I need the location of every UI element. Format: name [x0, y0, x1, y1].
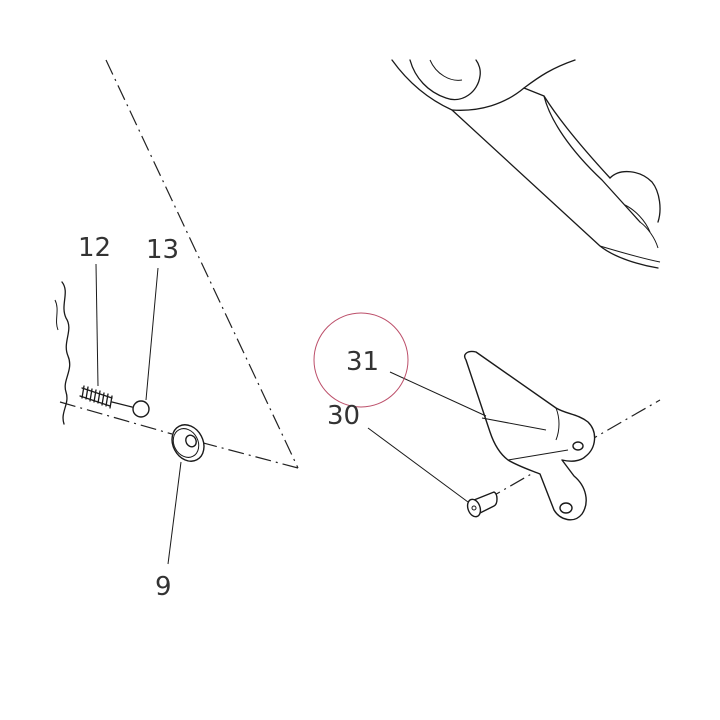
highlight-circle-31 — [313, 312, 409, 408]
triangle-guide-base — [191, 439, 299, 469]
triangle-guide-diagonal — [105, 59, 299, 469]
part-13-ball — [132, 400, 150, 418]
callout-label-30: 30 — [327, 401, 360, 431]
part-31-plate — [464, 350, 596, 521]
axis-line-left — [59, 401, 173, 435]
housing-edge-left-inner — [54, 299, 59, 331]
callout-label-9: 9 — [155, 572, 172, 602]
axis-line-right — [485, 399, 661, 501]
leader-9 — [167, 461, 182, 565]
callout-label-31: 31 — [346, 347, 379, 377]
leader-30 — [367, 427, 469, 503]
callout-label-13: 13 — [146, 235, 179, 265]
leader-12 — [95, 263, 99, 387]
leader-13 — [145, 267, 159, 401]
leader-31 — [389, 371, 487, 417]
part-9-washer — [171, 424, 205, 462]
part-12-spring — [79, 385, 133, 409]
housing-edge-left — [61, 281, 71, 425]
main-body-bracket — [391, 59, 661, 269]
callout-label-12: 12 — [78, 233, 111, 263]
part-30-screw — [466, 491, 498, 518]
